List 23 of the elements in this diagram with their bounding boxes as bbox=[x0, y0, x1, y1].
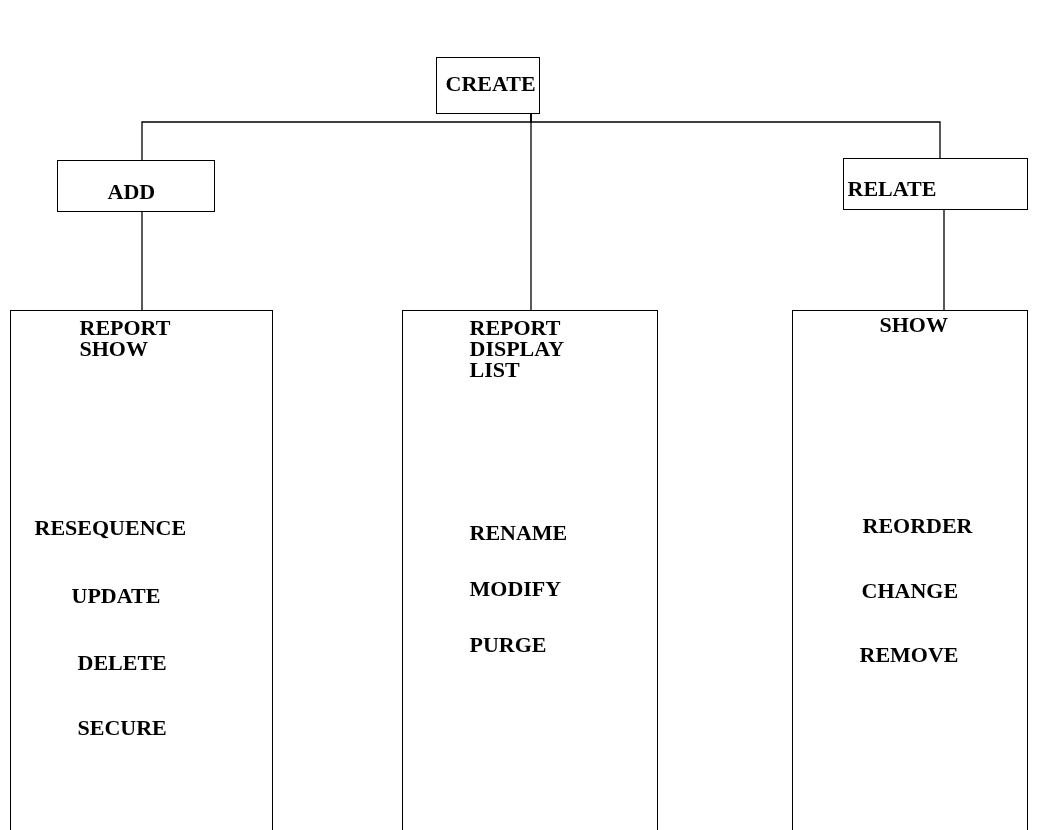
command-label: RELATE bbox=[847, 176, 937, 201]
command-box bbox=[57, 160, 215, 212]
command-label: PURGE bbox=[469, 632, 547, 657]
command-label: RENAME bbox=[469, 520, 568, 545]
command-box bbox=[843, 158, 1028, 210]
command-label: REMOVE bbox=[859, 642, 959, 667]
command-label: UPDATE bbox=[71, 583, 161, 608]
command-label: SECURE bbox=[77, 715, 167, 740]
connector-line bbox=[141, 211, 143, 311]
connector-line bbox=[943, 209, 945, 311]
command-label: ADD bbox=[107, 179, 156, 204]
command-label: REORDER bbox=[862, 513, 973, 538]
command-label: CREATE bbox=[445, 71, 536, 96]
command-label: SHOW bbox=[879, 312, 948, 337]
command-label: CHANGE bbox=[861, 578, 959, 603]
connector-line bbox=[530, 113, 941, 159]
command-label: DELETE bbox=[77, 650, 167, 675]
command-label: RESEQUENCE bbox=[34, 515, 187, 540]
command-column bbox=[402, 310, 658, 830]
command-label: MODIFY bbox=[469, 576, 562, 601]
command-column bbox=[10, 310, 273, 830]
command-column bbox=[792, 310, 1028, 830]
command-box bbox=[436, 57, 540, 114]
